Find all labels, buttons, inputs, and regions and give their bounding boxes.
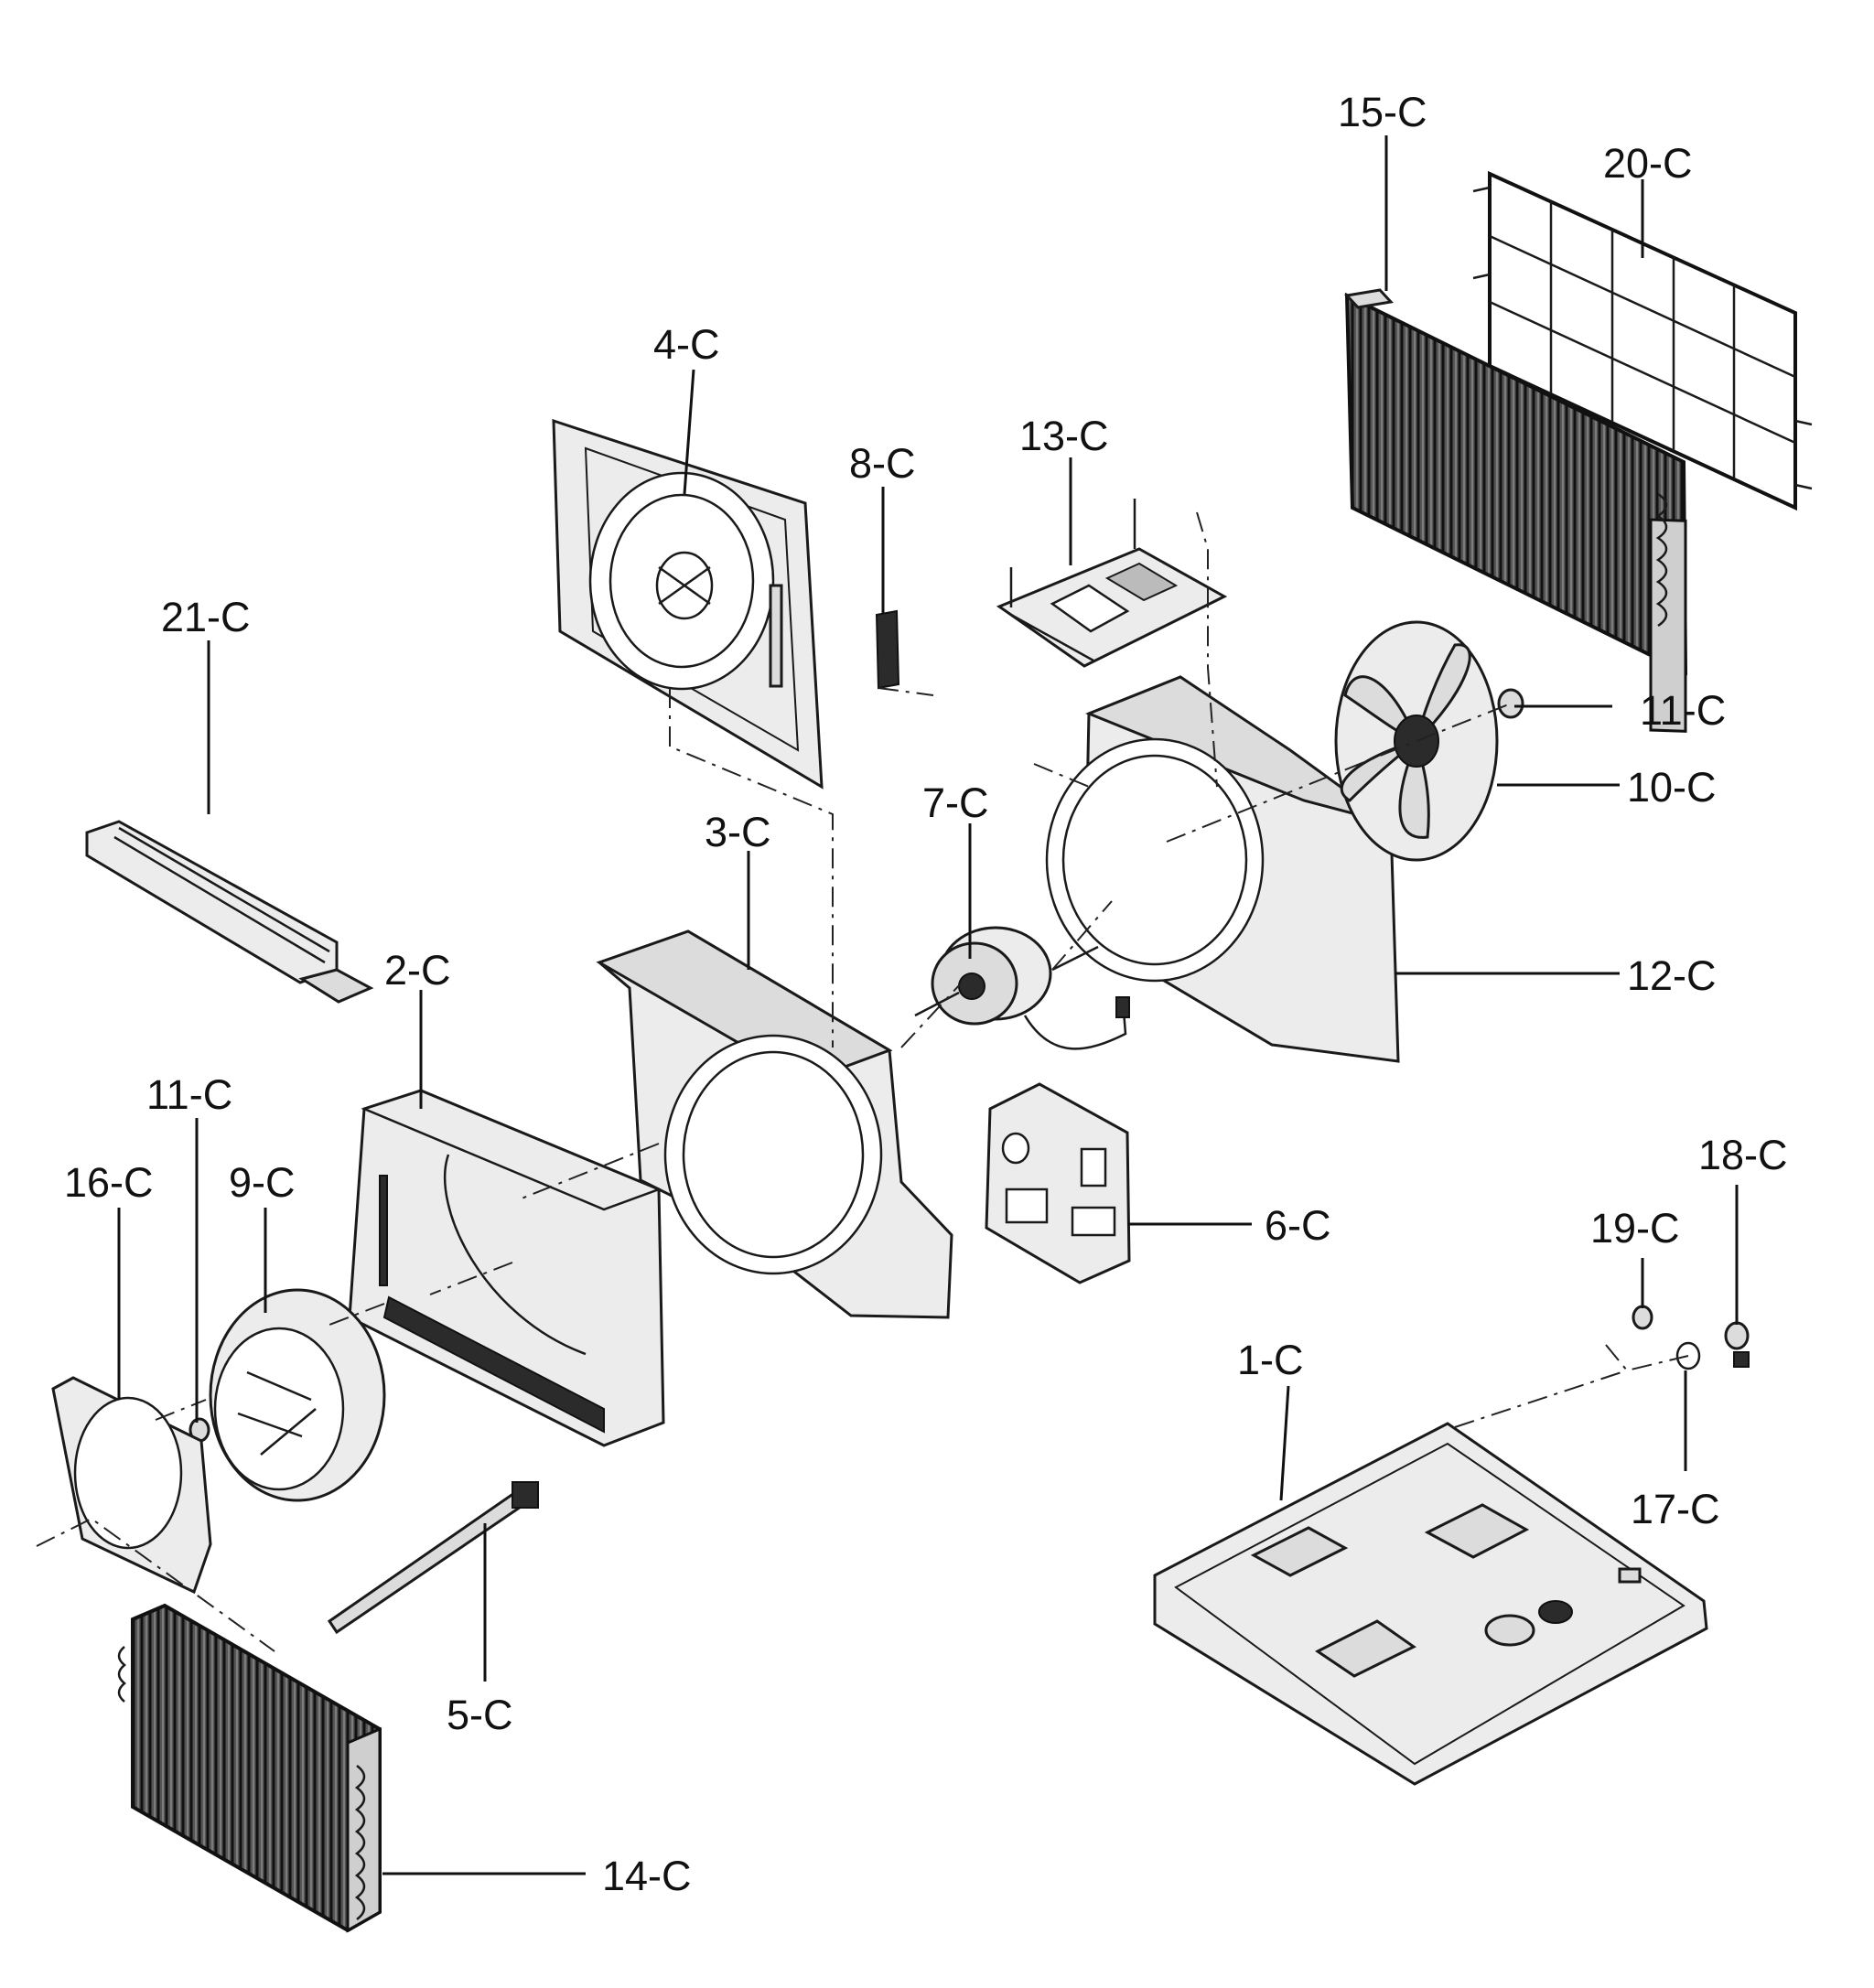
- evaporator-coil-14c: [117, 1603, 382, 1933]
- label-17c: 17-C: [1631, 1486, 1720, 1532]
- filter-grid-20c: [1472, 170, 1813, 511]
- label-21c: 21-C: [161, 594, 251, 640]
- label-11c-upper: 11-C: [1640, 687, 1726, 734]
- drain-tube-5c: [327, 1481, 539, 1635]
- label-11c-lower: 11-C: [146, 1071, 232, 1118]
- part-labels: 15-C 20-C 4-C 13-C 8-C 21-C 11-C 10-C 7-…: [64, 89, 1788, 1899]
- label-12c: 12-C: [1627, 952, 1717, 999]
- label-2c: 2-C: [384, 947, 451, 994]
- condenser-coil-15c: [1344, 288, 1688, 733]
- label-13c: 13-C: [1019, 413, 1109, 459]
- mount-plate-13c: [996, 499, 1228, 668]
- partition-panel-4c: [552, 418, 824, 790]
- leader-lines: [117, 135, 1739, 1875]
- label-1c: 1-C: [1237, 1337, 1304, 1383]
- label-5c: 5-C: [447, 1692, 513, 1738]
- label-19c: 19-C: [1590, 1205, 1680, 1252]
- fan-motor-7c: [914, 926, 1130, 1050]
- label-20c: 20-C: [1603, 140, 1693, 187]
- label-15c: 15-C: [1338, 89, 1427, 135]
- nut-19c: [1632, 1305, 1653, 1330]
- label-4c: 4-C: [653, 321, 720, 368]
- scroll-housing-16c: [51, 1376, 212, 1595]
- fan-shroud-12c: [1045, 675, 1400, 1063]
- blower-housing-3c: [596, 930, 953, 1319]
- clip-11c-upper: [1497, 688, 1524, 719]
- label-9c: 9-C: [229, 1159, 296, 1206]
- label-18c: 18-C: [1698, 1132, 1788, 1178]
- base-frame-2c: [348, 1089, 665, 1447]
- assembly-lines: [36, 511, 1689, 1652]
- bracket-8c: [875, 609, 934, 696]
- label-6c: 6-C: [1265, 1202, 1331, 1249]
- blower-wheel-9c: [209, 1288, 386, 1502]
- grommet-18c: [1724, 1321, 1750, 1368]
- label-10c: 10-C: [1627, 764, 1717, 811]
- label-16c: 16-C: [64, 1159, 154, 1206]
- label-8c: 8-C: [849, 440, 916, 487]
- label-3c: 3-C: [705, 809, 771, 855]
- label-14c: 14-C: [602, 1853, 692, 1899]
- base-pan-1c: [1153, 1422, 1708, 1786]
- control-bracket-6c: [985, 1082, 1131, 1284]
- louver-21c: [85, 820, 374, 1004]
- label-7c: 7-C: [922, 779, 989, 826]
